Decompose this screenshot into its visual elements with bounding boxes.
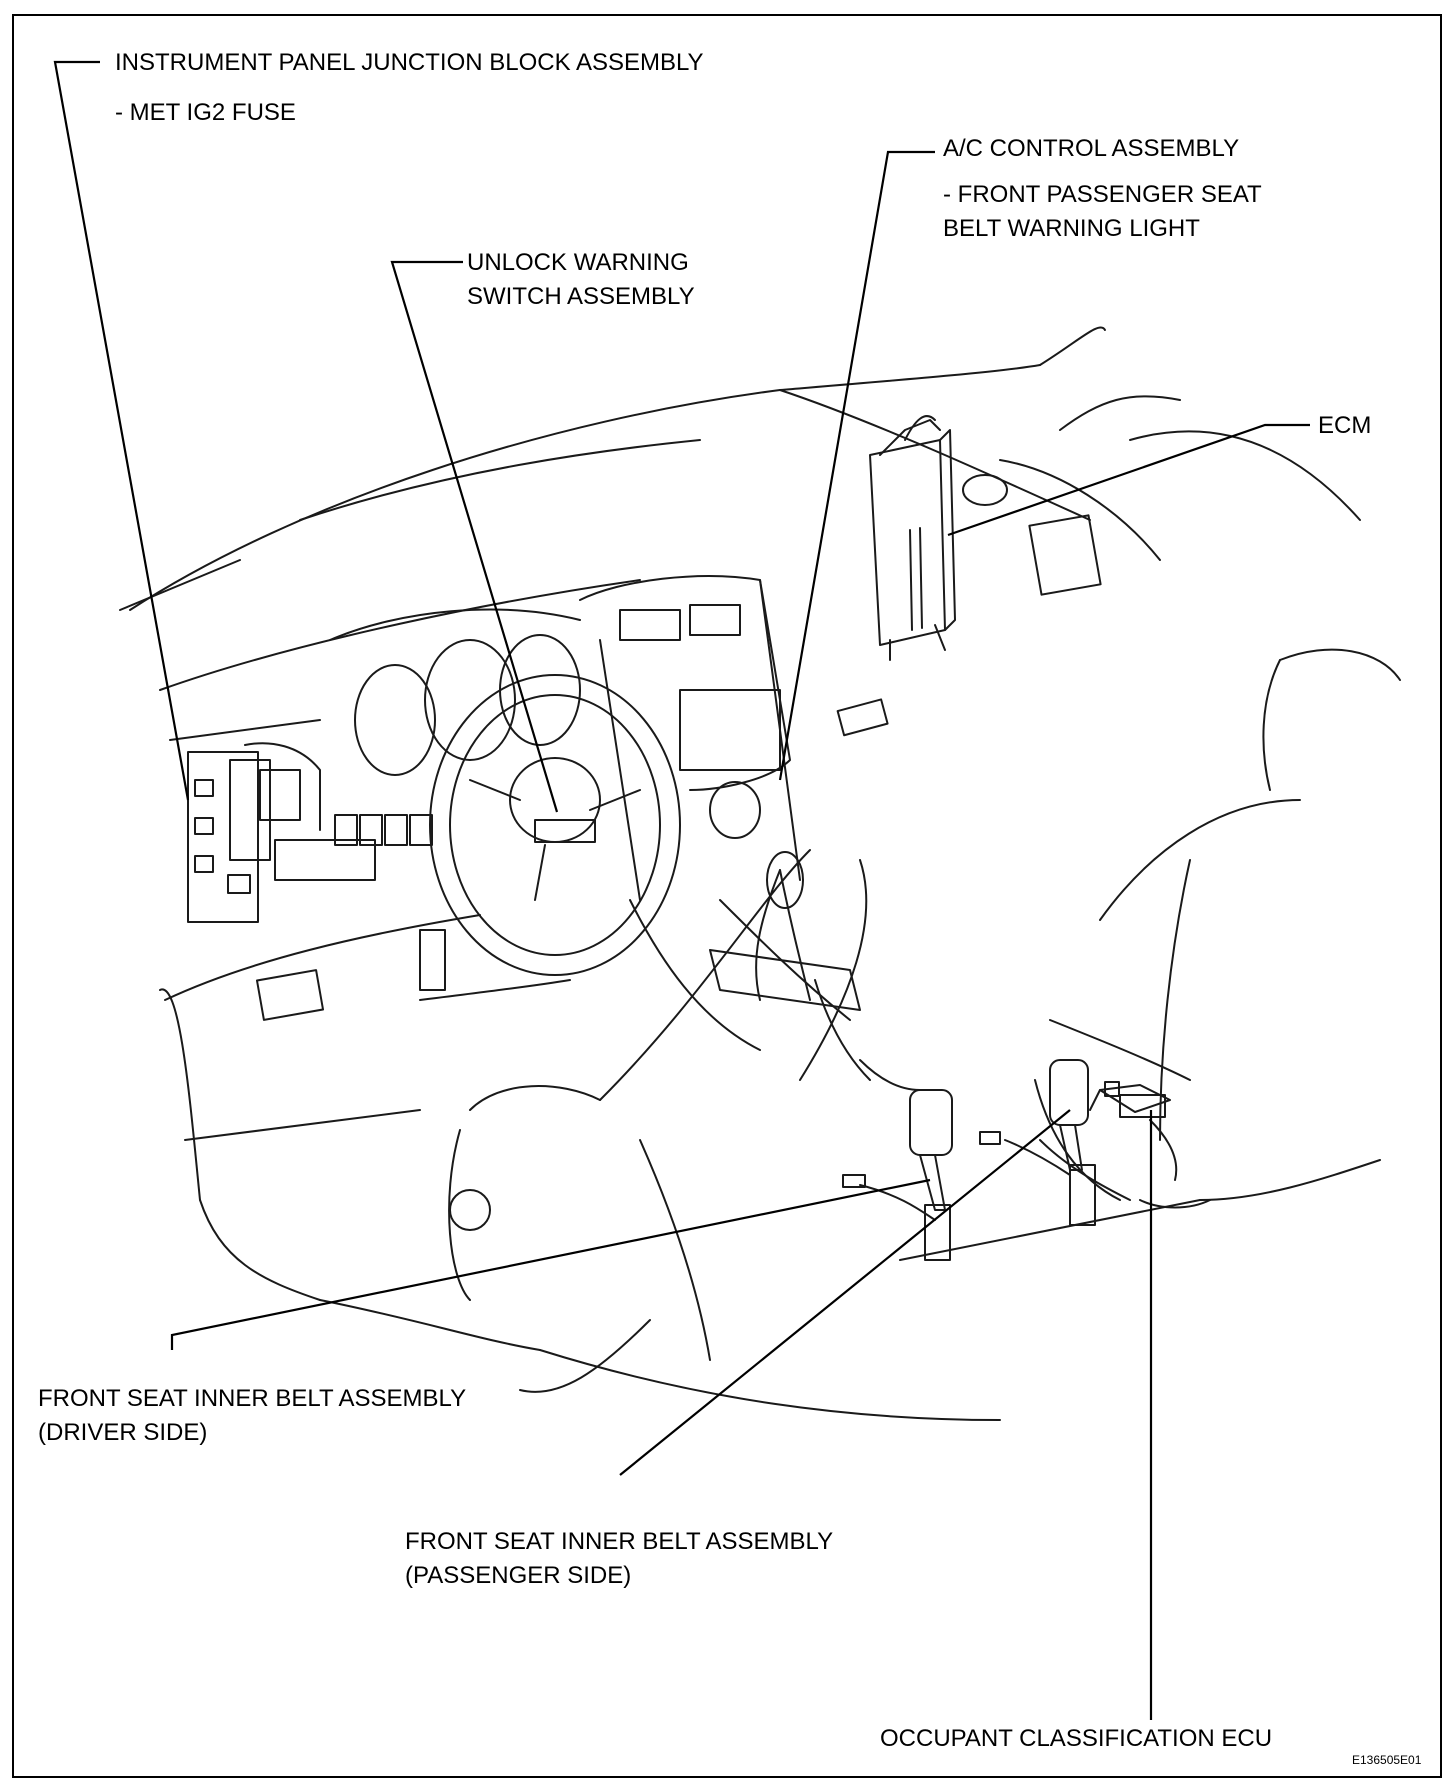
- label-occupant-ecu: OCCUPANT CLASSIFICATION ECU: [880, 1725, 1273, 1752]
- label-ac-control: A/C CONTROL ASSEMBLY: [943, 135, 1240, 162]
- leader-ac-control: [778, 150, 935, 781]
- label-front-pass-warning-2: BELT WARNING LIGHT: [943, 215, 1200, 242]
- label-ecm: ECM: [1318, 412, 1372, 439]
- leader-ecm: [947, 423, 1310, 537]
- leader-ip-junction-block: [53, 60, 190, 801]
- leader-unlock-switch: [390, 260, 559, 813]
- label-ip-junction-block: INSTRUMENT PANEL JUNCTION BLOCK ASSEMBLY: [115, 49, 704, 76]
- label-unlock-switch-2: SWITCH ASSEMBLY: [467, 283, 695, 310]
- interior-line-art: [119, 326, 1401, 1421]
- diagram-frame: [12, 14, 1442, 1778]
- label-met-ig2-fuse: - MET IG2 FUSE: [115, 99, 296, 126]
- label-driver-belt-2: (DRIVER SIDE): [38, 1419, 208, 1446]
- leader-passenger-belt: [619, 1109, 1071, 1476]
- label-passenger-belt-2: (PASSENGER SIDE): [405, 1562, 632, 1589]
- label-passenger-belt-1: FRONT SEAT INNER BELT ASSEMBLY: [405, 1528, 834, 1555]
- label-unlock-switch-1: UNLOCK WARNING: [467, 249, 689, 276]
- label-driver-belt-1: FRONT SEAT INNER BELT ASSEMBLY: [38, 1385, 467, 1412]
- leader-driver-belt: [170, 1178, 931, 1350]
- leader-lines: [53, 60, 1310, 1720]
- label-front-pass-warning-1: - FRONT PASSENGER SEAT: [943, 181, 1262, 208]
- figure-code: E136505E01: [1352, 1753, 1422, 1767]
